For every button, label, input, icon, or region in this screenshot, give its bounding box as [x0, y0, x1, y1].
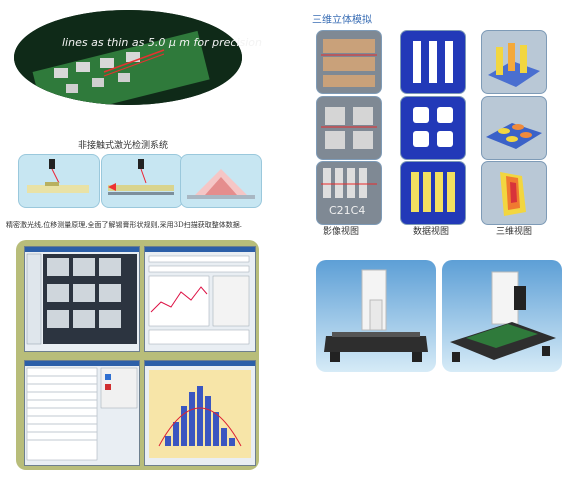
photo-view-tile-3: C21C4 — [316, 161, 382, 225]
data-view-tile-1 — [400, 30, 466, 94]
photo-view-tile-1 — [316, 30, 382, 94]
software-window-2-graphic — [148, 255, 250, 345]
simulation-title: 三维立体模拟 — [312, 15, 372, 26]
laser-diagram-1-graphic — [27, 159, 89, 193]
laser-diagram-3-graphic — [187, 169, 255, 199]
software-window-1 — [24, 246, 140, 352]
software-window-1-graphic — [26, 253, 137, 345]
data-view-tile-3-graphic — [411, 172, 455, 212]
photo-view-tile-2 — [316, 96, 382, 160]
laser-caption: 精密激光线,位移测量原理,全面了解锡膏形状规则,采用3D扫描获取整体数据. — [6, 221, 242, 229]
inspection-machine-front-image — [316, 260, 436, 372]
laser-diagram-2 — [101, 154, 183, 208]
data-view-tile-1-graphic — [413, 41, 453, 83]
3d-view-tile-1-graphic — [488, 43, 540, 87]
software-window-4 — [144, 360, 256, 466]
photo-view-tile-3-graphic — [321, 168, 377, 198]
pcb-closeup-image — [14, 10, 242, 105]
software-window-4-graphic — [149, 370, 251, 458]
3d-view-tile-1 — [481, 30, 547, 94]
data-view-caption: 数据视图 — [413, 227, 450, 237]
photo-view-tile-2-graphic — [321, 107, 377, 149]
inspection-machine-front-graphic — [324, 269, 428, 362]
precision-text: lines as thin as 5.0 μ m for precision — [62, 36, 263, 49]
laser-diagram-2-graphic — [108, 159, 174, 195]
photo-view-caption: 影像视图 — [323, 227, 360, 237]
3d-view-caption: 三维视图 — [496, 227, 533, 237]
software-window-2 — [144, 246, 256, 352]
laser-section-title: 非接触式激光检测系统 — [78, 141, 169, 151]
photo-view-tile-1-graphic — [321, 39, 377, 87]
laser-diagram-3 — [180, 154, 262, 208]
software-window-3 — [24, 360, 140, 466]
3d-view-tile-2 — [481, 96, 547, 160]
laser-diagram-1 — [18, 154, 100, 208]
photo-overlay-text: C21C4 — [329, 204, 366, 217]
inspection-machine-angled-image — [442, 260, 562, 372]
data-view-tile-2-graphic — [413, 107, 453, 147]
software-window-3-graphic — [26, 367, 138, 461]
data-view-tile-2 — [400, 96, 466, 160]
3d-view-tile-3-graphic — [500, 172, 526, 216]
data-view-tile-3 — [400, 161, 466, 225]
inspection-machine-angled-graphic — [450, 271, 556, 362]
3d-view-tile-2-graphic — [486, 123, 542, 149]
3d-view-tile-3 — [481, 161, 547, 225]
pcb-graphic — [14, 10, 242, 105]
